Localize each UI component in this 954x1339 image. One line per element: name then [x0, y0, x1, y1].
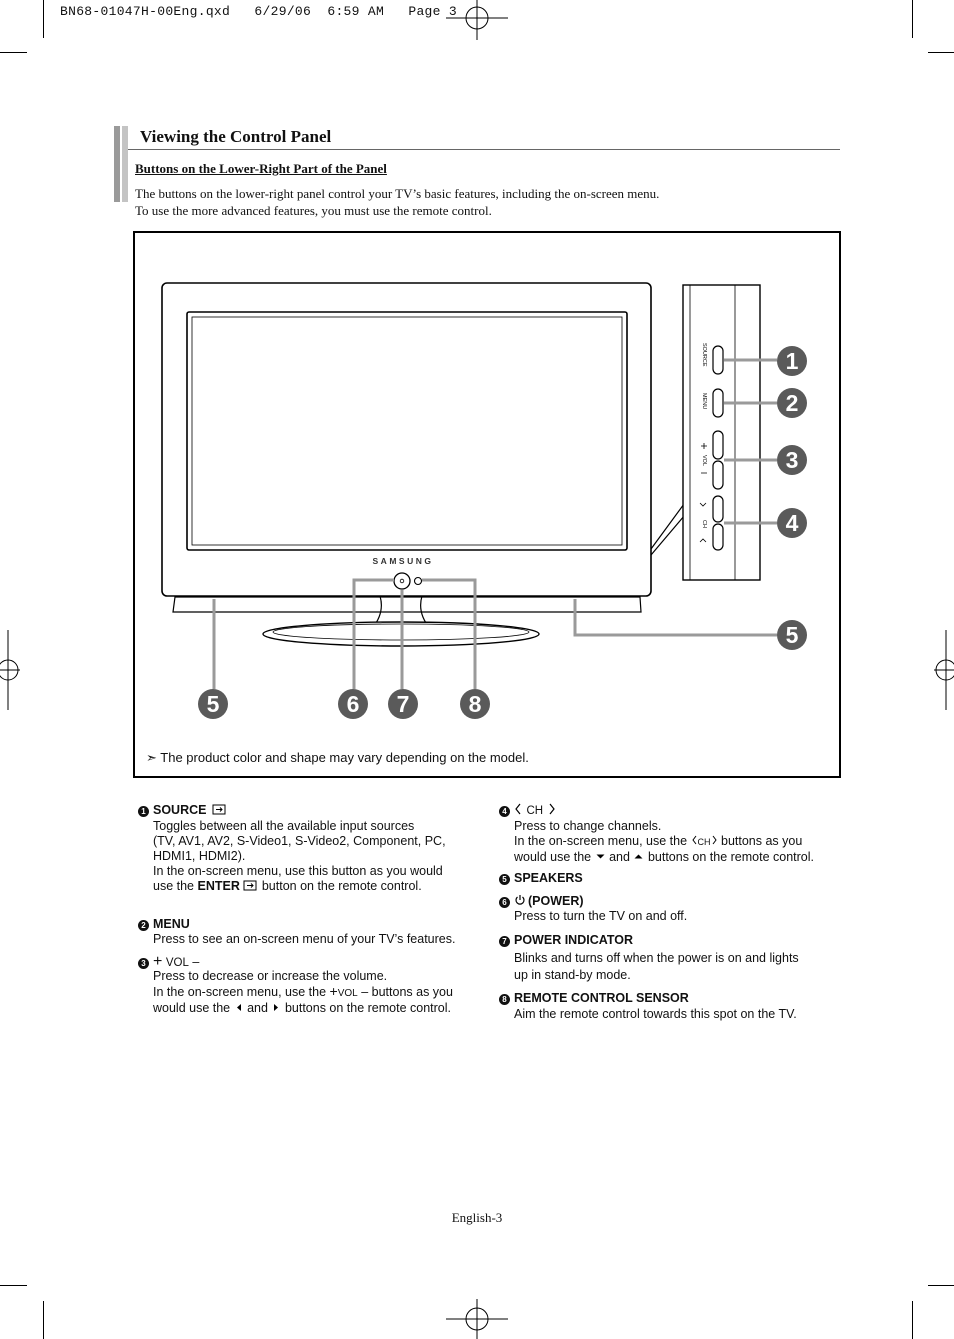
chevron-right-icon — [712, 835, 717, 845]
callout-5-left: 5 — [198, 689, 228, 719]
title-divider — [128, 149, 840, 150]
side-label-vol: VOL — [701, 455, 707, 466]
crop-mark — [912, 0, 913, 38]
item-number-badge: 3 — [138, 958, 149, 969]
side-label-menu: MENU — [701, 393, 707, 409]
right-arrow-icon — [274, 1004, 279, 1011]
power-button-illustration — [393, 572, 411, 590]
item-number-badge: 4 — [499, 806, 510, 817]
callout-6: 6 — [338, 689, 368, 719]
registration-mark-bottom — [446, 1299, 508, 1339]
crop-mark — [912, 1301, 913, 1339]
callout-3: 3 — [777, 445, 807, 475]
up-arrow-icon — [634, 854, 643, 859]
item-power-description: Press to turn the TV on and off. — [514, 909, 688, 923]
item-source-description: Toggles between all the available input … — [153, 819, 446, 893]
crop-mark — [928, 52, 954, 53]
item-number-badge: 7 — [499, 936, 510, 947]
callout-7: 7 — [388, 689, 418, 719]
registration-mark-right — [934, 630, 954, 710]
callout-4: 4 — [777, 508, 807, 538]
crop-mark — [928, 1285, 954, 1286]
item-number-badge: 8 — [499, 994, 510, 1005]
intro-text: The buttons on the lower-right panel con… — [135, 185, 659, 219]
side-label-ch: CH — [701, 520, 707, 528]
item-vol-title: 3+ VOL – — [138, 954, 199, 971]
figure-note: ➣ The product color and shape may vary d… — [146, 750, 529, 766]
tv-screen — [186, 311, 628, 551]
chevron-right-icon — [549, 803, 555, 815]
input-source-icon — [212, 804, 226, 815]
crop-mark — [43, 0, 44, 38]
note-text: The product color and shape may vary dep… — [160, 750, 529, 765]
brand-logo: SAMSUNG — [373, 556, 434, 566]
item-number-badge: 6 — [499, 897, 510, 908]
side-label-source: SOURCE — [701, 343, 707, 367]
chevron-left-icon — [515, 803, 521, 815]
item-ch-title: 4 CH — [499, 803, 556, 819]
crop-mark — [0, 1285, 27, 1286]
power-icon — [515, 895, 525, 905]
item-number-badge: 5 — [499, 874, 510, 885]
item-indicator-description: Blinks and turns off when the power is o… — [514, 951, 799, 982]
note-arrow-icon: ➣ — [146, 750, 157, 765]
tv-illustration: SAMSUNG SOURCE MENU VOL CH — [161, 282, 777, 689]
item-number-badge: 2 — [138, 920, 149, 931]
subheading: Buttons on the Lower-Right Part of the P… — [135, 161, 387, 176]
item-ch-description: Press to change channels. In the on-scre… — [514, 819, 815, 864]
section-title: Viewing the Control Panel — [140, 127, 332, 146]
callout-1: 1 — [777, 346, 807, 376]
callout-5-right: 5 — [777, 620, 807, 650]
item-number-badge: 1 — [138, 806, 149, 817]
item-menu-description: Press to see an on-screen menu of your T… — [153, 932, 456, 946]
tv-figure — [133, 231, 841, 778]
registration-mark-top — [446, 0, 508, 40]
registration-mark-left — [0, 630, 20, 710]
crop-mark — [0, 52, 27, 53]
remote-sensor-illustration — [413, 576, 423, 586]
left-arrow-icon — [236, 1004, 241, 1011]
page-number: English-3 — [451, 1210, 503, 1225]
chevron-left-icon — [691, 835, 696, 845]
item-sensor-description: Aim the remote control towards this spot… — [514, 1007, 797, 1021]
print-header: BN68-01047H-00Eng.qxd 6/29/06 6:59 AM Pa… — [60, 4, 457, 19]
section-bar-light — [122, 126, 128, 202]
item-power-title: 6(POWER) — [499, 894, 584, 909]
item-vol-description: Press to decrease or increase the volume… — [153, 969, 453, 1015]
callout-8: 8 — [460, 689, 490, 719]
down-arrow-icon — [596, 854, 605, 859]
callout-2: 2 — [777, 388, 807, 418]
intro-line: The buttons on the lower-right panel con… — [135, 186, 660, 201]
intro-line: To use the more advanced features, you m… — [135, 203, 492, 218]
enter-icon — [243, 880, 257, 891]
section-bar — [114, 126, 120, 202]
speaker-strip — [172, 596, 642, 613]
crop-mark — [43, 1301, 44, 1339]
